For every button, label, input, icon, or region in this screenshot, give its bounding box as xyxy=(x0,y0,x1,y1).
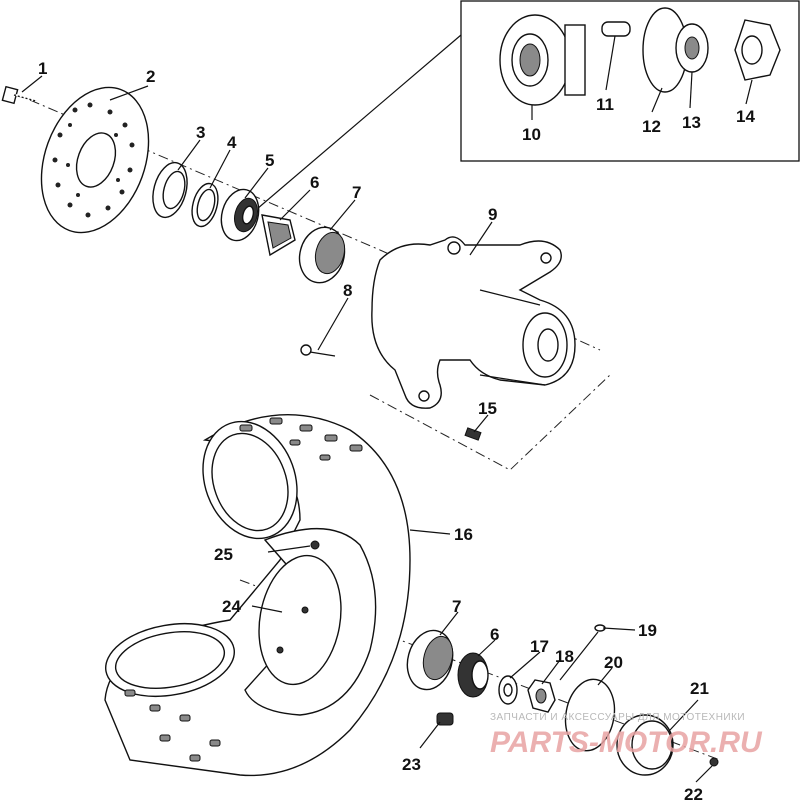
part-screw-22 xyxy=(709,757,719,767)
label-19: 19 xyxy=(638,621,657,640)
part-bearing-5 xyxy=(220,188,260,242)
label-18: 18 xyxy=(555,647,574,666)
part-bolt-1 xyxy=(1,85,37,105)
callout-labels: 1 2 3 4 5 6 7 8 9 10 11 12 13 14 15 16 7… xyxy=(38,59,755,804)
part-bearing-cone-6 xyxy=(261,214,296,257)
label-17: 17 xyxy=(530,637,549,656)
label-24: 24 xyxy=(222,597,241,616)
part-cap-21 xyxy=(616,714,674,776)
part-valve-23 xyxy=(436,712,454,726)
watermark-caption: ЗАПЧАСТИ И АКСЕССУАРЫ ДЛЯ МОТОТЕХНИКИ xyxy=(490,712,745,723)
label-6: 6 xyxy=(310,173,319,192)
part-bolt-8 xyxy=(300,344,336,357)
label-15: 15 xyxy=(478,399,497,418)
label-1: 1 xyxy=(38,59,47,78)
part-knuckle-9 xyxy=(371,236,576,409)
inset-leader-line xyxy=(249,34,462,216)
inset-box xyxy=(460,0,800,162)
label-6b: 6 xyxy=(490,625,499,644)
part-race-7b xyxy=(406,629,454,691)
label-3: 3 xyxy=(196,123,205,142)
part-nut-14 xyxy=(734,19,781,81)
label-20: 20 xyxy=(604,653,623,672)
part-nut-18 xyxy=(527,679,556,713)
part-seal-3 xyxy=(152,161,188,219)
part-drum-10 xyxy=(499,14,586,106)
label-9: 9 xyxy=(488,205,497,224)
part-gasket-20 xyxy=(564,678,616,752)
label-13: 13 xyxy=(682,113,701,132)
part-rim-24 xyxy=(244,527,377,716)
part-fitting-15 xyxy=(464,427,482,441)
label-5: 5 xyxy=(265,151,274,170)
label-7b: 7 xyxy=(452,597,461,616)
label-22: 22 xyxy=(684,785,703,804)
leader-lines xyxy=(21,35,753,783)
label-7: 7 xyxy=(352,183,361,202)
part-ring-4 xyxy=(191,182,219,228)
label-4: 4 xyxy=(227,133,237,152)
label-2: 2 xyxy=(146,67,155,86)
label-14: 14 xyxy=(736,107,755,126)
label-23: 23 xyxy=(402,755,421,774)
label-16: 16 xyxy=(454,525,473,544)
part-brake-disc-2 xyxy=(40,86,150,234)
label-25: 25 xyxy=(214,545,233,564)
part-washer-13 xyxy=(675,23,709,73)
label-10: 10 xyxy=(522,125,541,144)
label-11: 11 xyxy=(596,95,614,114)
part-tire-lower xyxy=(104,623,236,762)
part-pin-11 xyxy=(601,21,631,37)
part-bearing-6b xyxy=(457,652,489,698)
watermark-brand: PARTS-MOTOR.RU xyxy=(490,726,763,759)
watermark: ЗАПЧАСТИ И АКСЕССУАРЫ ДЛЯ МОТОТЕХНИКИ PA… xyxy=(490,712,763,759)
label-12: 12 xyxy=(642,117,661,136)
part-race-7 xyxy=(298,226,346,284)
part-washer-17 xyxy=(498,675,518,705)
label-8: 8 xyxy=(343,281,352,300)
label-21: 21 xyxy=(690,679,709,698)
